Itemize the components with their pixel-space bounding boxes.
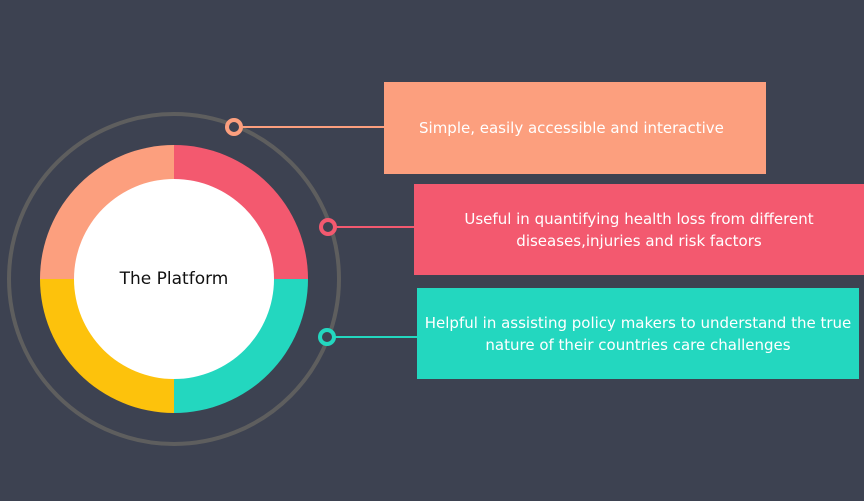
feature-text-line: nature of their countries care challenge…	[485, 335, 791, 354]
center-disk	[74, 179, 274, 379]
outer-ring	[7, 112, 341, 446]
feature-text-line: Useful in quantifying health loss from d…	[464, 209, 814, 228]
connector-dot-2	[319, 218, 337, 236]
feature-text-line: Simple, easily accessible and interactiv…	[419, 119, 724, 137]
feature-box-health-loss: Useful in quantifying health loss from d…	[414, 184, 864, 275]
feature-box-accessible: Simple, easily accessible and interactiv…	[384, 82, 766, 174]
feature-text-line: diseases,injuries and risk factors	[516, 231, 762, 250]
center-label: The Platform	[119, 269, 229, 289]
feature-box-policy-makers: Helpful in assisting policy makers to un…	[417, 288, 859, 379]
feature-text-line: Helpful in assisting policy makers to un…	[424, 313, 852, 332]
connector-dot-1	[225, 118, 243, 136]
connector-dot-3	[318, 328, 336, 346]
